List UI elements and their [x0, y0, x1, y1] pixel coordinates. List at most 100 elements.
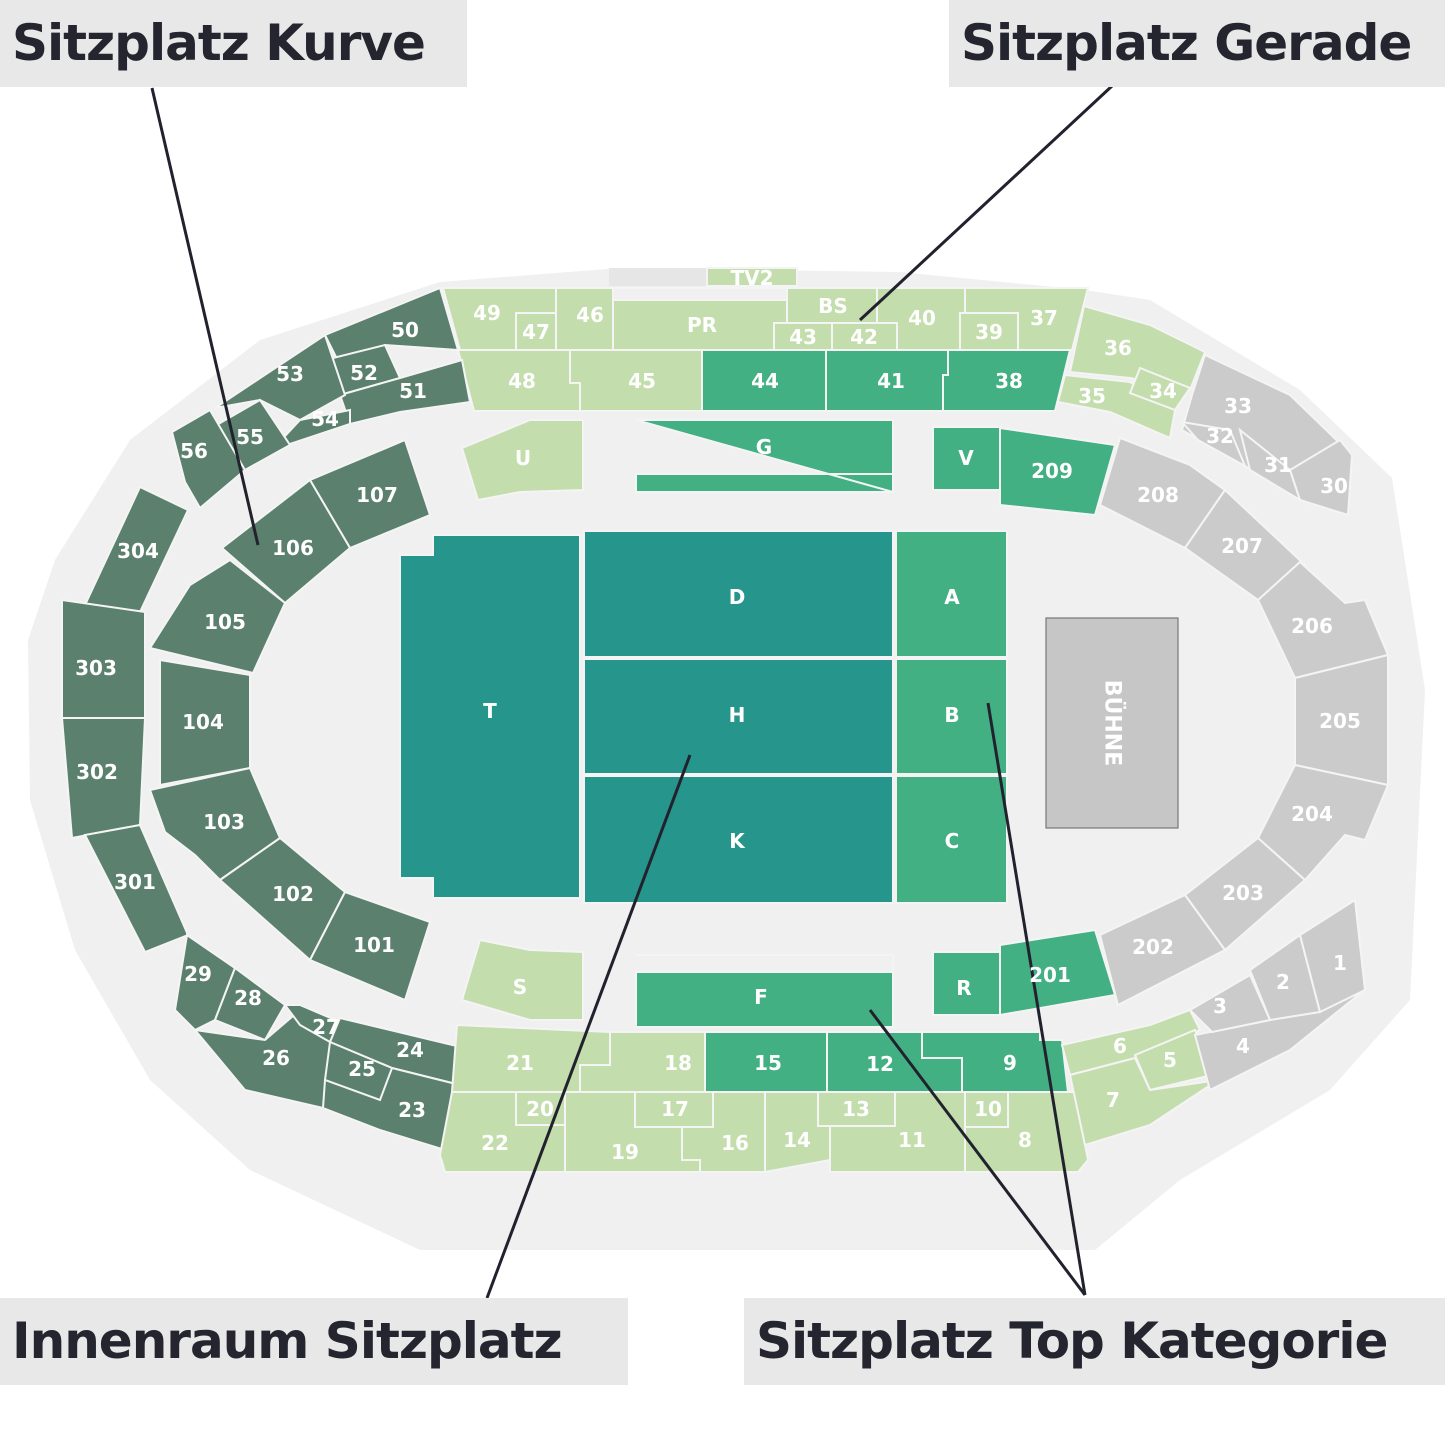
section-56[interactable]: [170, 408, 247, 510]
section-shape[interactable]: [1128, 366, 1192, 412]
section-label: 1: [1333, 951, 1347, 975]
section-label: 105: [204, 610, 246, 634]
section-shape[interactable]: [583, 530, 894, 658]
section-d[interactable]: [583, 530, 894, 658]
section-label: 34: [1149, 379, 1177, 403]
section-label: 3: [1213, 994, 1227, 1018]
section-105[interactable]: [148, 558, 287, 675]
callout-sitzplatz-kurve: Sitzplatz Kurve: [0, 0, 467, 87]
section-r[interactable]: [932, 951, 1001, 1016]
section-shape[interactable]: [399, 534, 581, 899]
section-label: 15: [754, 1051, 782, 1075]
section-34[interactable]: [1128, 366, 1192, 412]
section-shape[interactable]: [1179, 420, 1248, 469]
section-shape[interactable]: [1298, 898, 1367, 1014]
section-b[interactable]: [895, 658, 1008, 775]
callout-line-innenraum: [485, 754, 692, 1299]
section-label: 10: [974, 1097, 1002, 1121]
section-label: 206: [1291, 614, 1333, 638]
section-u[interactable]: [460, 419, 584, 502]
section-shape[interactable]: [148, 558, 287, 675]
section-shape[interactable]: [635, 419, 894, 494]
section-label: 103: [203, 810, 245, 834]
section-25[interactable]: [323, 1040, 394, 1102]
section-shape[interactable]: [942, 349, 1072, 412]
section-label: 36: [1104, 336, 1132, 360]
section-t[interactable]: [399, 534, 581, 899]
section-shape[interactable]: [220, 478, 352, 605]
section-17[interactable]: [634, 1091, 714, 1128]
section-label: 104: [182, 710, 224, 734]
section-shape[interactable]: [1056, 373, 1177, 440]
section-shape[interactable]: [1098, 436, 1227, 550]
section-shape[interactable]: [817, 1091, 896, 1127]
section-30[interactable]: [1288, 438, 1354, 517]
section-a[interactable]: [895, 530, 1008, 658]
section-label: A: [944, 585, 960, 609]
section-13[interactable]: [817, 1091, 896, 1127]
section-label: V: [958, 446, 974, 470]
section-label: F: [754, 985, 768, 1009]
section-v[interactable]: [932, 426, 1001, 491]
section-shape[interactable]: [460, 419, 584, 502]
section-106[interactable]: [220, 478, 352, 605]
section-label: 5: [1163, 1048, 1177, 1072]
section-shape[interactable]: [323, 1040, 394, 1102]
section-label: 27: [312, 1015, 340, 1039]
section-shape[interactable]: [1098, 893, 1227, 1007]
section-label: 44: [751, 369, 779, 393]
section-label: 203: [1222, 881, 1264, 905]
section-label: PR: [687, 313, 717, 337]
section-202[interactable]: [1098, 893, 1227, 1007]
section-shape[interactable]: [515, 1091, 566, 1126]
section-shape[interactable]: [895, 530, 1008, 658]
callout-line-top-1: [986, 702, 1087, 1296]
section-shape[interactable]: [1288, 438, 1354, 517]
section-shape[interactable]: [1183, 488, 1307, 602]
section-35[interactable]: [1056, 373, 1177, 440]
section-36[interactable]: [1068, 304, 1207, 392]
section-shape[interactable]: [932, 951, 1001, 1016]
section-208[interactable]: [1098, 436, 1227, 550]
section-label: 11: [898, 1128, 926, 1152]
section-shape[interactable]: [895, 658, 1008, 775]
section-label: 53: [276, 362, 304, 386]
section-32[interactable]: [1179, 420, 1248, 469]
section-label: 46: [576, 303, 604, 327]
section-label: 26: [262, 1046, 290, 1070]
section-shape[interactable]: [895, 775, 1008, 904]
section-k[interactable]: [583, 775, 894, 904]
section-shape[interactable]: [214, 333, 347, 422]
section-label: 38: [995, 369, 1023, 393]
section-shape[interactable]: [170, 408, 247, 510]
section-shape[interactable]: [635, 954, 894, 1028]
section-s[interactable]: [460, 938, 584, 1021]
section-shape[interactable]: [583, 775, 894, 904]
section-207[interactable]: [1183, 488, 1307, 602]
section-g[interactable]: [635, 419, 894, 494]
section-shape[interactable]: [308, 890, 432, 1002]
section-shape[interactable]: [932, 426, 1001, 491]
section-shape[interactable]: [1068, 304, 1207, 392]
section-shape[interactable]: [706, 267, 798, 287]
section-label: 202: [1132, 935, 1174, 959]
section-10[interactable]: [964, 1091, 1009, 1128]
section-label: 304: [117, 539, 159, 563]
section-shape[interactable]: [460, 938, 584, 1021]
section-shape[interactable]: [583, 658, 894, 775]
section-20[interactable]: [515, 1091, 566, 1126]
section-label: 13: [842, 1097, 870, 1121]
section-53[interactable]: [214, 333, 347, 422]
section-tv2[interactable]: [706, 267, 798, 287]
section-label: 107: [356, 483, 398, 507]
section-101[interactable]: [308, 890, 432, 1002]
section-label: 33: [1224, 394, 1252, 418]
section-c[interactable]: [895, 775, 1008, 904]
section-shape[interactable]: [964, 1091, 1009, 1128]
stage-label: BÜHNE: [1100, 680, 1126, 767]
section-shape[interactable]: [634, 1091, 714, 1128]
section-f[interactable]: [635, 954, 894, 1028]
section-h[interactable]: [583, 658, 894, 775]
section-38[interactable]: [942, 349, 1072, 412]
section-1[interactable]: [1298, 898, 1367, 1014]
